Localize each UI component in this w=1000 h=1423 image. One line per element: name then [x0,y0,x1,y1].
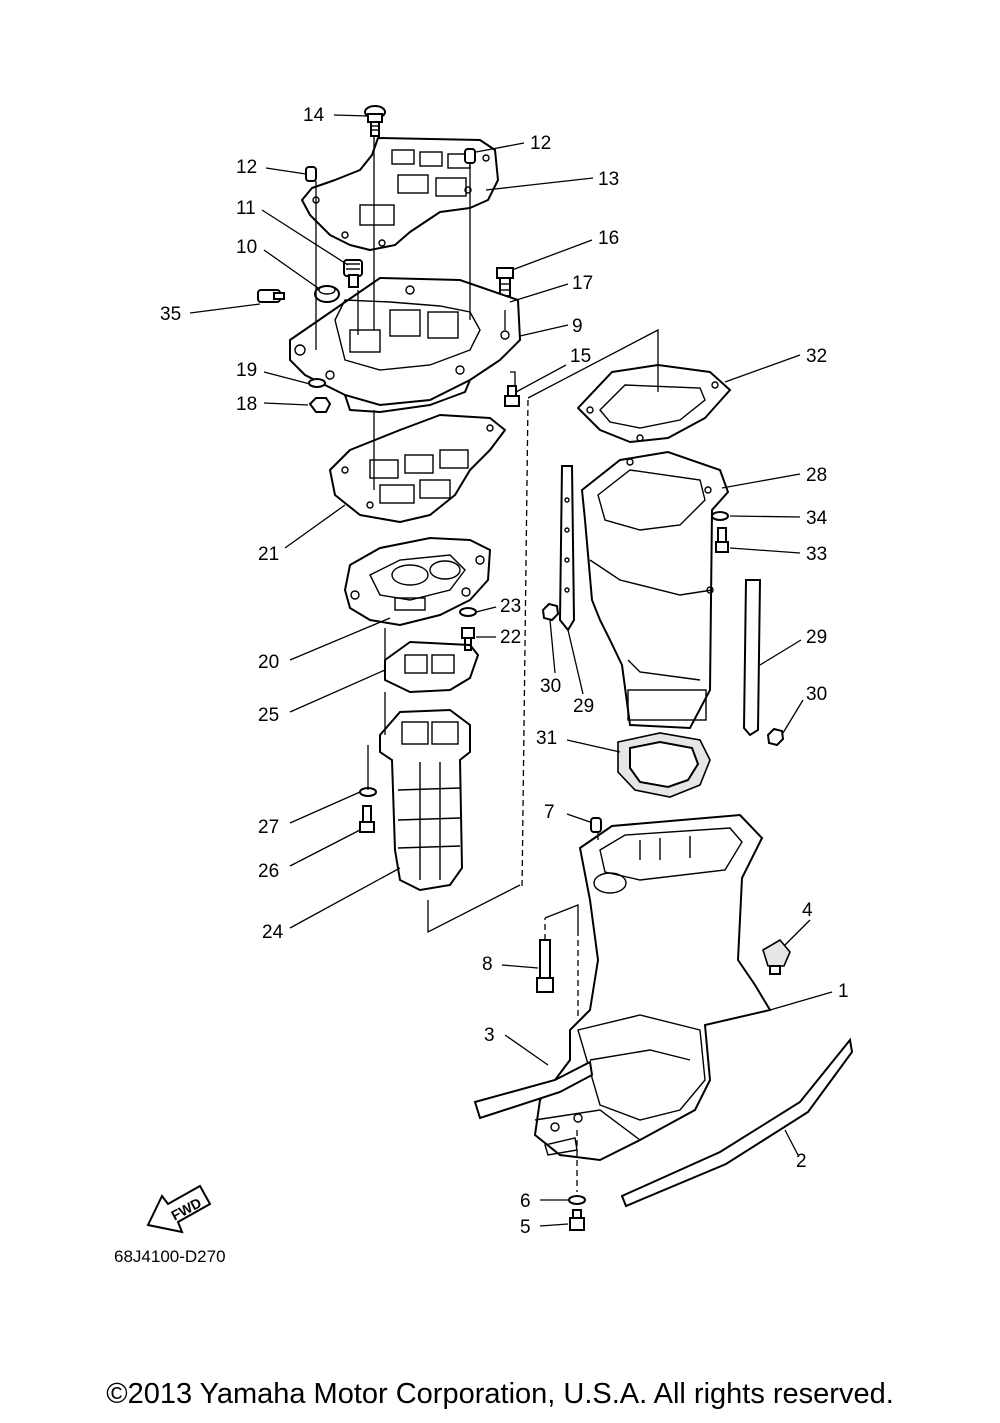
callout-5: 5 [520,1217,531,1238]
part-7-dowel [590,817,602,833]
callout-15: 15 [570,346,591,367]
part-26-bolt [359,805,375,833]
part-28-oil-pan [580,450,730,730]
callout-29-left: 29 [573,696,594,717]
part-13-gasket [301,137,499,251]
callout-12-left: 12 [236,157,257,178]
callout-22: 22 [500,627,521,648]
callout-7: 7 [544,802,555,823]
part-29-strip-left [558,465,576,632]
part-14-bolt [364,105,386,137]
callout-6: 6 [520,1191,531,1212]
part-25-gasket [384,641,479,693]
callout-34: 34 [806,508,828,529]
callout-23: 23 [500,596,521,617]
fwd-arrow-icon: FWD [146,1184,212,1234]
callout-35: 35 [160,304,181,325]
callout-30-left: 30 [540,676,561,697]
callout-numbers: 14 12 12 13 11 16 10 17 35 9 15 32 19 18… [160,105,849,1238]
part-15-bolt [504,385,520,407]
part-33-bolt [715,527,729,553]
callout-30-right: 30 [806,684,827,705]
part-20-exhaust-plate [343,536,492,627]
part-35-fitting [257,289,285,303]
callout-1: 1 [838,981,849,1002]
callout-33: 33 [806,544,827,565]
part-34-washer [711,511,729,521]
part-6-washer [568,1195,586,1205]
part-23-washer [459,607,477,617]
callout-20: 20 [258,652,279,673]
callout-24: 24 [262,922,284,943]
callout-25: 25 [258,705,279,726]
callout-12-right: 12 [530,133,551,154]
part-30-nut-left [541,602,560,622]
part-21-gasket [329,414,506,523]
callout-31: 31 [536,728,557,749]
diagram-code: 68J4100-D270 [114,1247,226,1266]
part-12-dowel-left [305,166,317,182]
part-1-upper-casing [533,813,772,1162]
part-2-seal-strip [620,1037,854,1208]
part-19-washer [308,378,326,388]
part-18-nut [308,397,332,413]
callout-2: 2 [796,1151,807,1172]
callout-29-right: 29 [806,627,827,648]
callout-27: 27 [258,817,279,838]
callout-21: 21 [258,544,279,565]
callout-8: 8 [482,954,493,975]
part-24-exhaust-pipe [379,708,471,892]
callout-16: 16 [598,228,619,249]
part-32-gasket [577,364,731,443]
part-8-bolt [536,939,554,993]
callout-18: 18 [236,394,257,415]
callout-leaders [189,114,833,1227]
part-29-strip-right [742,579,762,737]
part-30-nut-right [766,727,785,747]
part-4-plug [762,938,791,975]
part-10-grommet [314,285,340,303]
callout-11: 11 [236,198,256,219]
callout-10: 10 [236,237,257,258]
copyright-notice: ©2013 Yamaha Motor Corporation, U.S.A. A… [106,1378,894,1410]
part-11-sensor [343,259,363,288]
callout-32: 32 [806,346,827,367]
part-9-exhaust-guide [289,276,522,413]
part-31-seal [617,732,711,798]
callout-3: 3 [484,1025,495,1046]
part-16-bolt [496,267,514,297]
callout-14: 14 [303,105,325,126]
callout-28: 28 [806,465,827,486]
callout-19: 19 [236,360,257,381]
callout-4: 4 [802,900,813,921]
callout-17: 17 [572,273,593,294]
callout-13: 13 [598,169,619,190]
part-12-dowel-right [464,148,476,164]
callout-26: 26 [258,861,279,882]
part-5-bolt [569,1209,585,1231]
assembly-lines [315,136,659,1192]
callout-9: 9 [572,316,583,337]
part-3-seal-strip [473,1060,594,1120]
